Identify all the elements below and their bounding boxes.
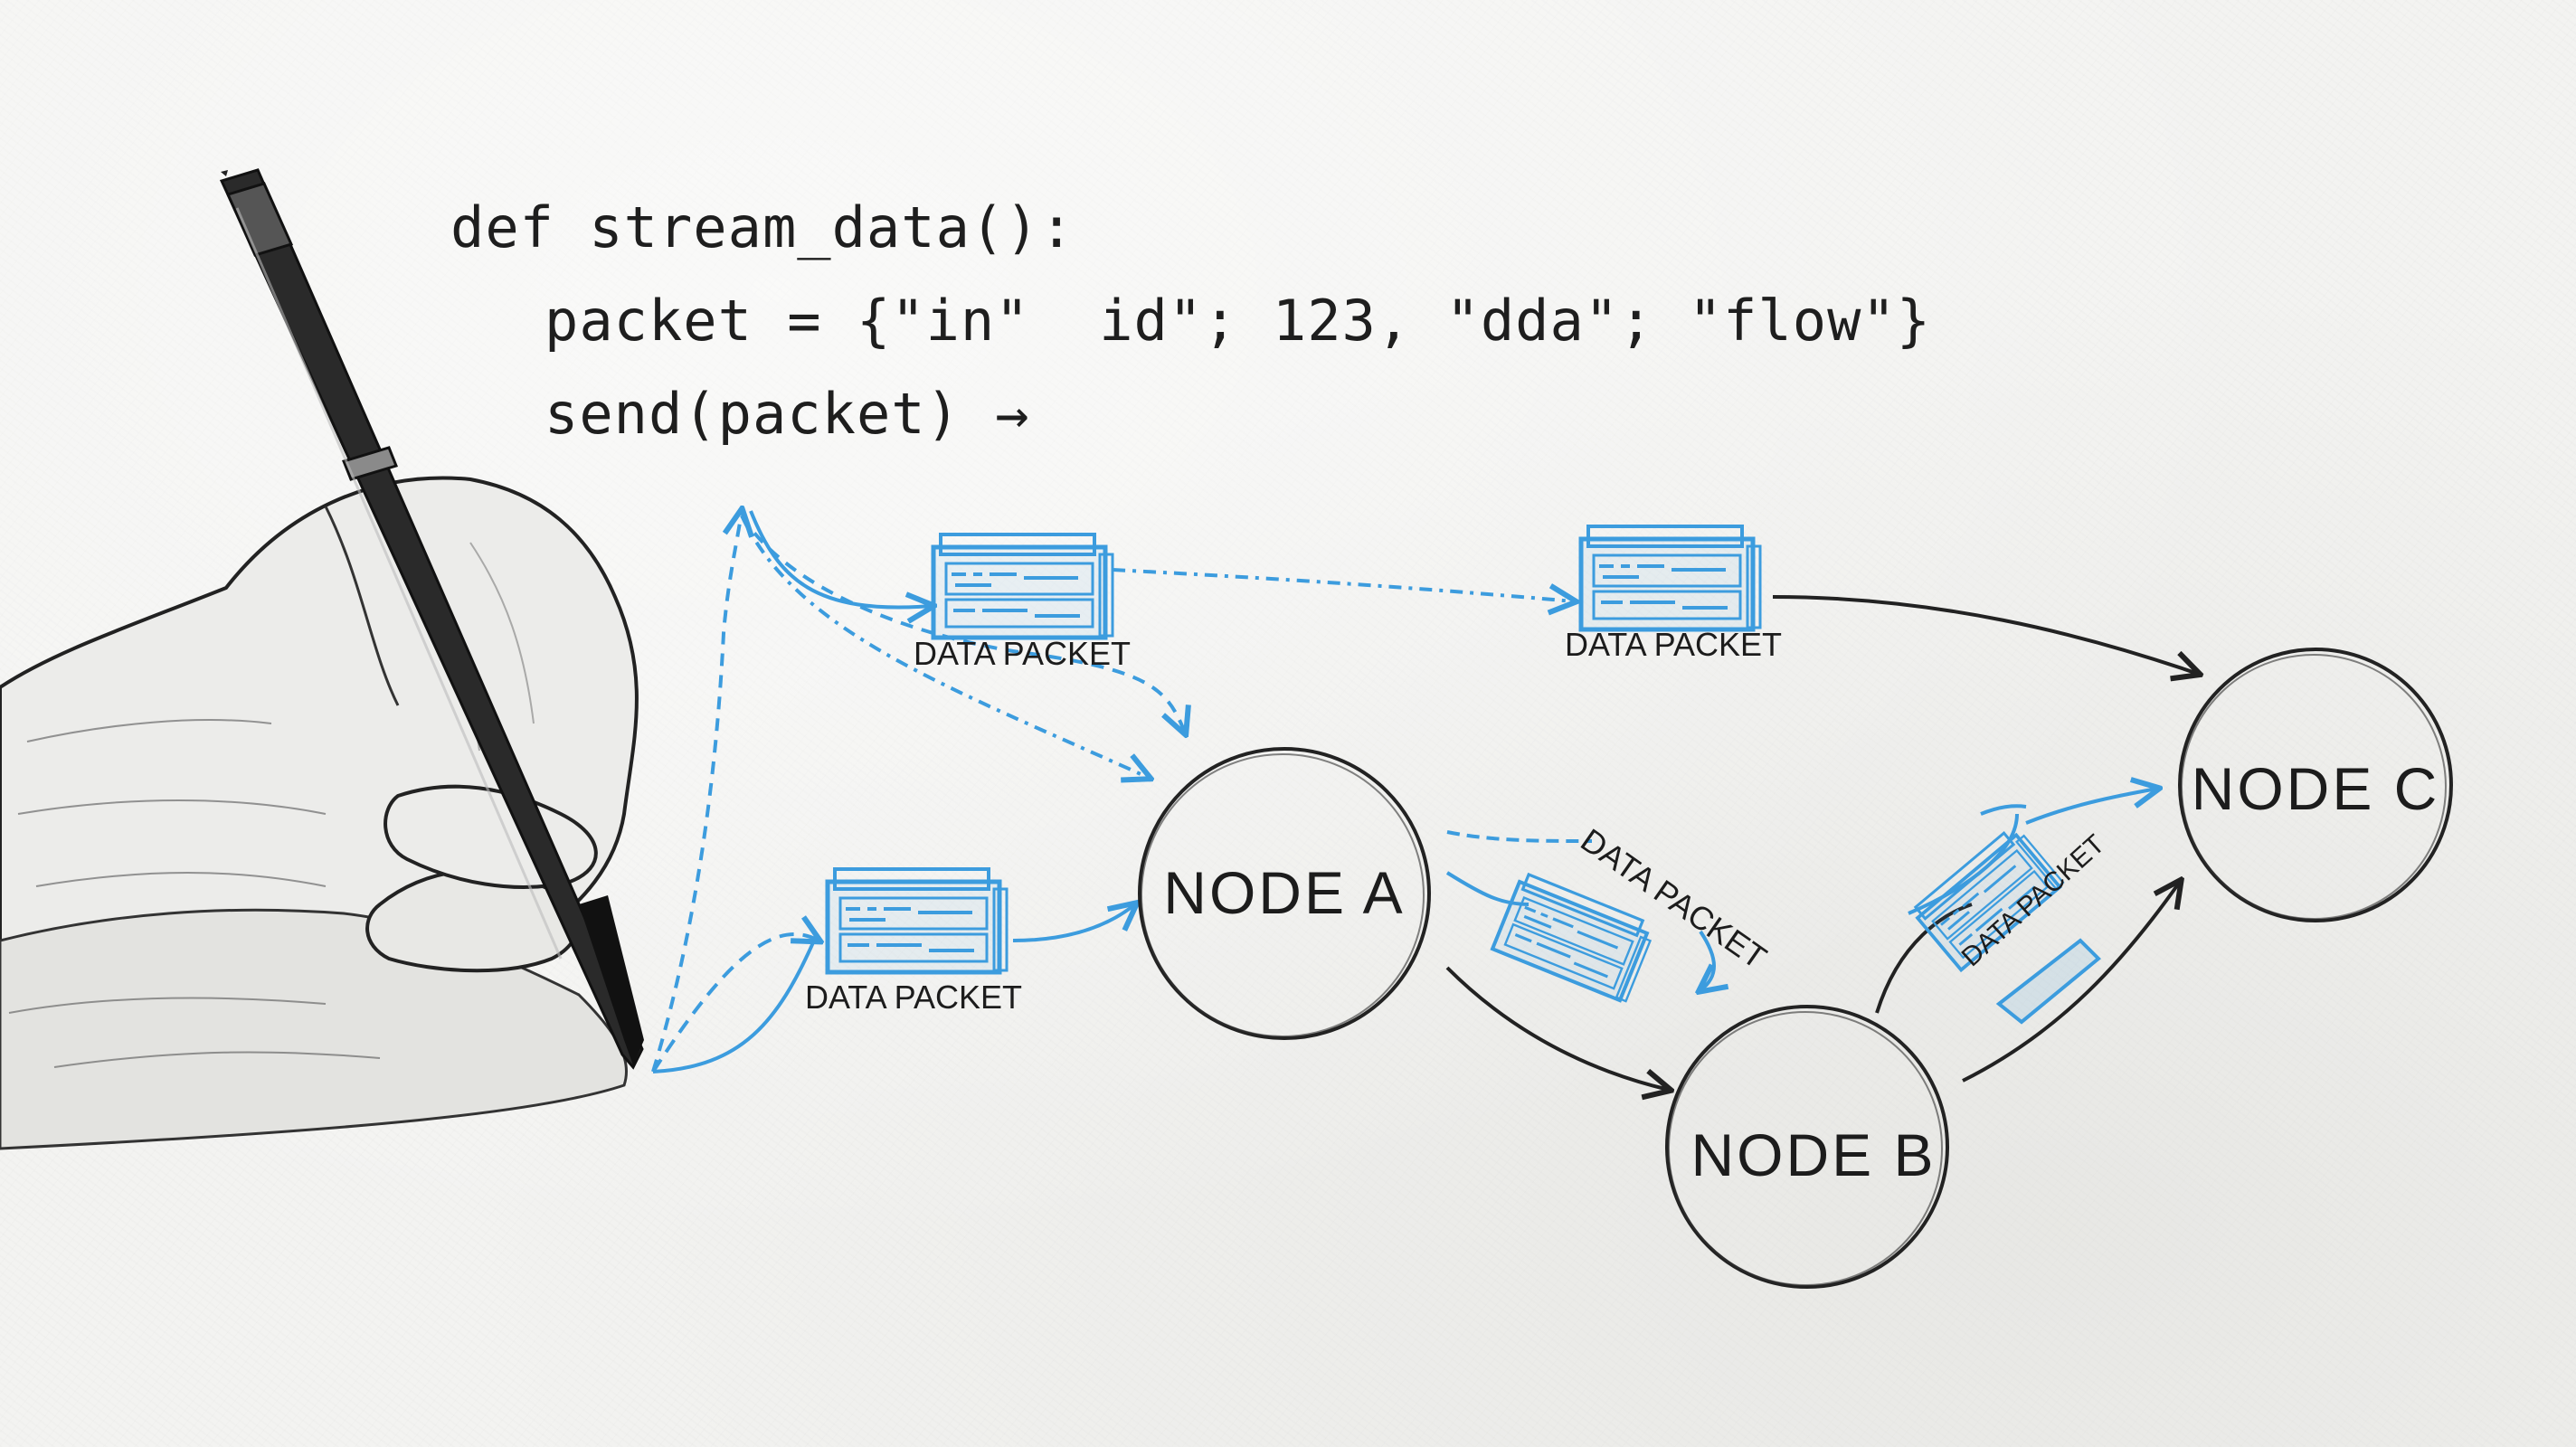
data-packet-tilted-b-c: DATA PACKET: [1909, 822, 2110, 1025]
flow-arrows-blue: [651, 511, 2157, 1073]
data-packet-tilted-a-b: DATA PACKET: [1492, 821, 1774, 1003]
data-packet-icon: [1492, 873, 1656, 1003]
pen-icon: [219, 168, 644, 1070]
data-packet-icon: [828, 869, 1007, 972]
node-b-label: NODE B: [1690, 1121, 1936, 1188]
packet-label: DATA PACKET: [1565, 626, 1782, 663]
node-c: NODE C: [2178, 648, 2453, 922]
data-packet-top-right: DATA PACKET: [1565, 526, 1782, 663]
code-line-packet: packet = {"in" id"; 123, "dda"; "flow"}: [545, 288, 1932, 354]
hand-illustration: [0, 476, 639, 1150]
packet-label: DATA PACKET: [805, 979, 1022, 1016]
packet-label: DATA PACKET: [914, 635, 1131, 672]
data-packet-icon: [1581, 526, 1760, 629]
node-a: NODE A: [1138, 747, 1431, 1040]
data-packet-icon: [933, 534, 1113, 638]
data-packet-lower-left: DATA PACKET: [805, 869, 1022, 1016]
node-c-label: NODE C: [2192, 755, 2440, 822]
node-a-label: NODE A: [1163, 859, 1405, 926]
code-line-send: send(packet) →: [545, 381, 1030, 447]
code-line-def: def stream_data():: [450, 194, 1075, 260]
node-b: NODE B: [1665, 1005, 1949, 1289]
data-packet-top-left: DATA PACKET: [914, 534, 1131, 672]
